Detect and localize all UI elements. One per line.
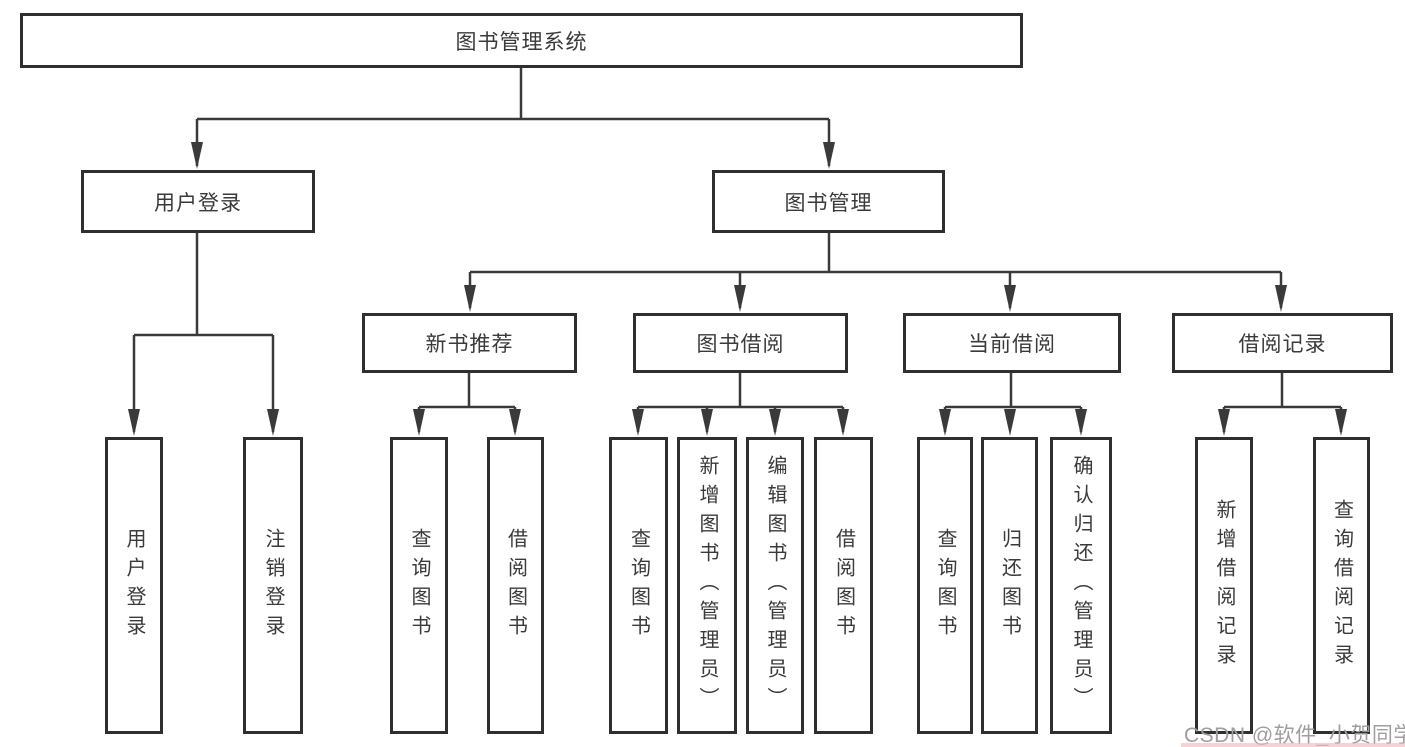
node-new-book-recommend: 新书推荐 [362,313,577,373]
leaf-current-return-book: 归还图书 [981,437,1038,734]
leaf-current-confirm-return-admin: 确认归还（管理员） [1050,437,1112,734]
leaf-borrow-edit-book-admin: 编辑图书（管理员） [746,437,804,734]
leaf-recommend-query-book: 查询图书 [390,437,448,734]
leaf-user-login: 用户登录 [105,437,163,734]
node-book-borrow: 图书借阅 [633,313,848,373]
node-book-management: 图书管理 [712,170,945,233]
leaf-recommend-borrow-book: 借阅图书 [487,437,544,734]
leaf-borrow-query-book: 查询图书 [609,437,668,734]
node-root-system: 图书管理系统 [20,13,1023,68]
leaf-current-query-book: 查询图书 [917,437,973,734]
csdn-watermark: CSDN @软件_小贺同学 [1184,724,1405,747]
leaf-borrow-add-book-admin: 新增图书（管理员） [677,437,737,734]
watermark-pink-strip [1181,743,1405,747]
node-user-login: 用户登录 [81,170,315,233]
leaf-record-add-borrow-record: 新增借阅记录 [1195,437,1253,734]
node-borrow-record: 借阅记录 [1172,313,1393,373]
node-current-borrow: 当前借阅 [903,313,1121,373]
leaf-borrow-borrow-book: 借阅图书 [814,437,873,734]
leaf-logout: 注销登录 [243,437,303,734]
leaf-record-query-borrow-record: 查询借阅记录 [1313,437,1370,734]
